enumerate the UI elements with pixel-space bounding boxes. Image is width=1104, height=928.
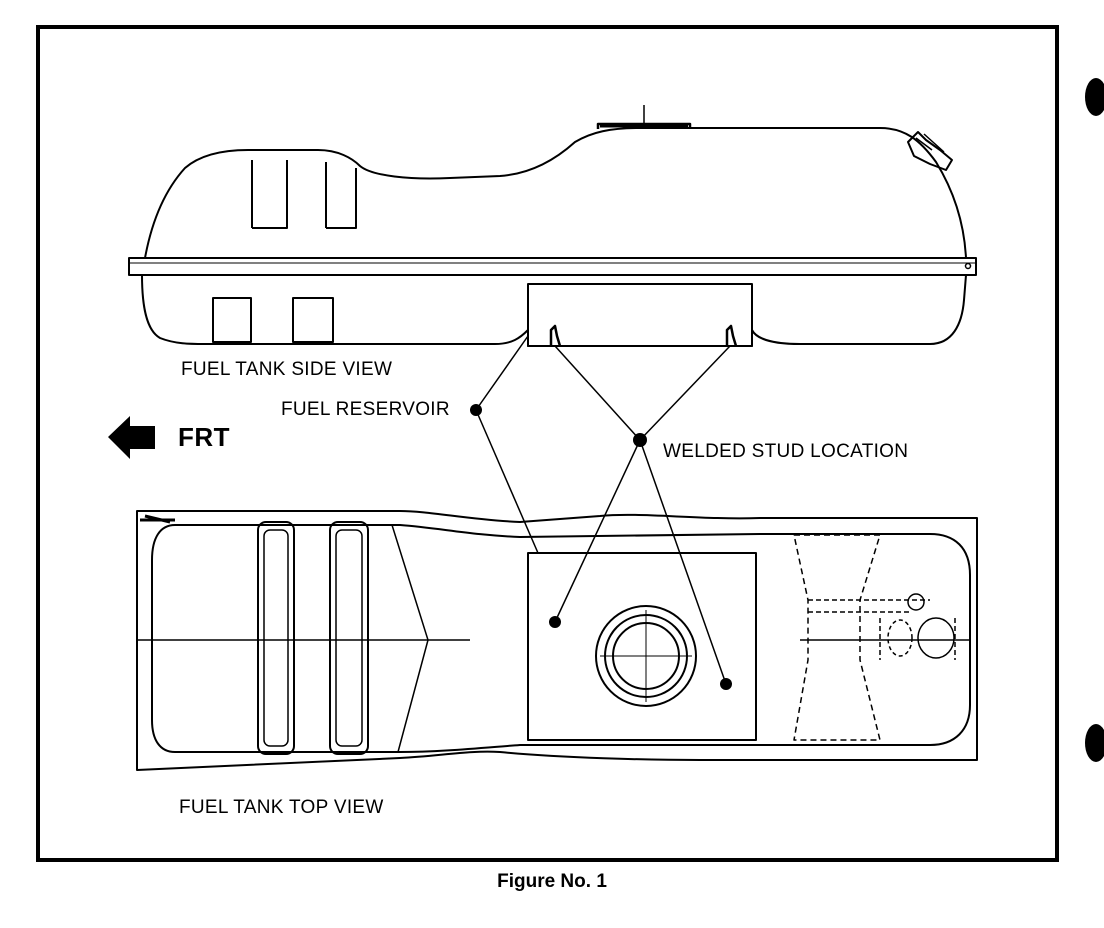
top-view-label: FUEL TANK TOP VIEW: [179, 797, 384, 818]
figure-frame: [36, 25, 1059, 862]
punch-hole-icon: [1085, 724, 1104, 762]
figure-caption: Figure No. 1: [497, 871, 607, 892]
front-direction-label: FRT: [178, 422, 231, 452]
fuel-reservoir-callout-dot: [470, 404, 482, 416]
side-view-label: FUEL TANK SIDE VIEW: [181, 359, 393, 380]
stud-location-dot-left: [549, 616, 561, 628]
fuel-reservoir-label: FUEL RESERVOIR: [281, 399, 450, 420]
punch-hole-icon: [1085, 78, 1104, 116]
welded-stud-callout-dot: [633, 433, 647, 447]
welded-stud-label: WELDED STUD LOCATION: [663, 441, 909, 462]
leader-lines: [475, 335, 731, 685]
arrow-left-icon: [108, 416, 155, 459]
side-view-tank: [128, 105, 977, 347]
stud-location-dot-right: [720, 678, 732, 690]
top-view-tank: [136, 510, 978, 771]
